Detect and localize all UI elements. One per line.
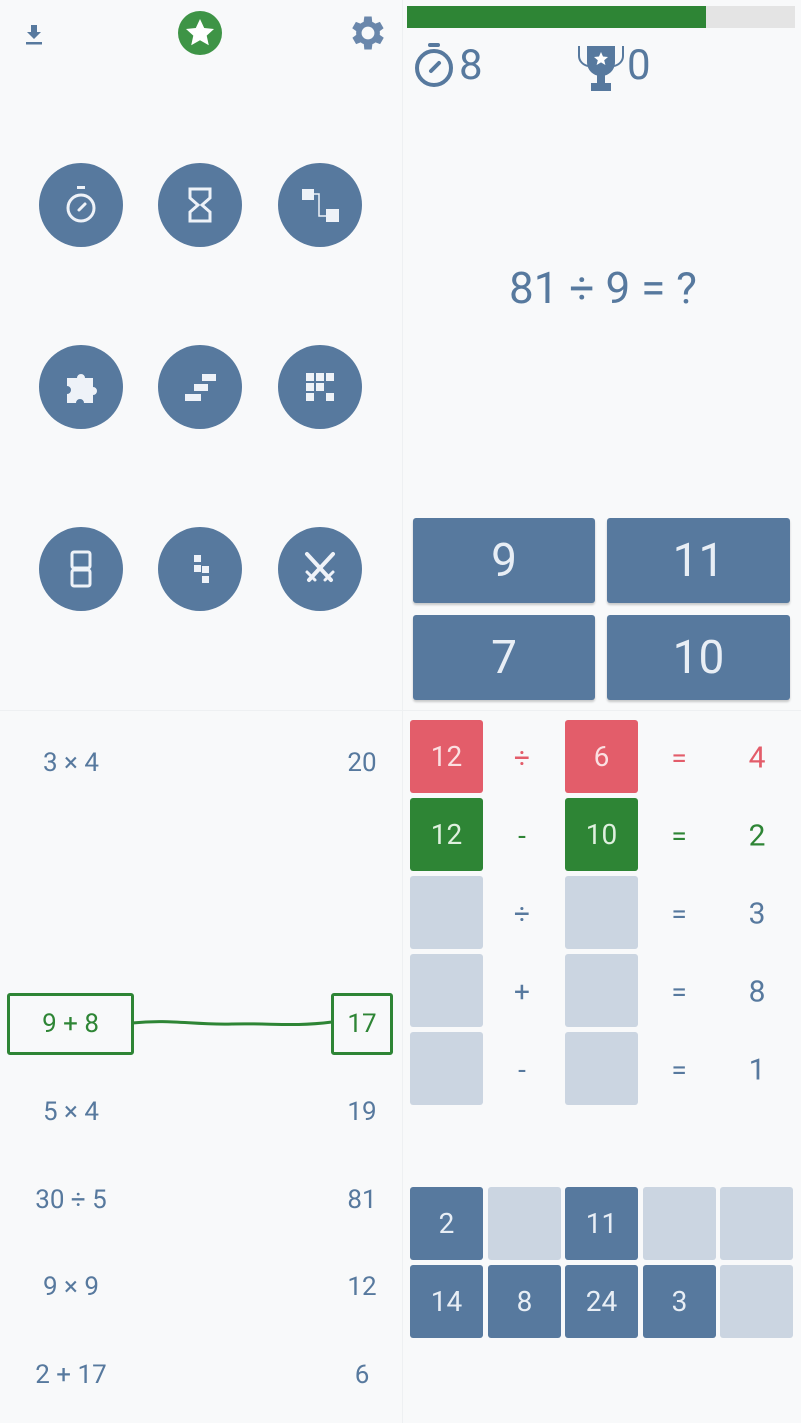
equation-result: 3 bbox=[748, 896, 766, 932]
equation-equals: = bbox=[671, 819, 687, 853]
answer-button[interactable]: 11 bbox=[607, 518, 790, 603]
number-tile[interactable]: 3 bbox=[643, 1265, 716, 1338]
progress-bar bbox=[407, 6, 795, 28]
gear-icon[interactable] bbox=[346, 11, 390, 59]
match-right-item-selected[interactable]: 17 bbox=[331, 993, 393, 1055]
number-tile[interactable]: 14 bbox=[410, 1265, 483, 1338]
answer-button[interactable]: 9 bbox=[413, 518, 595, 603]
equation-operand-b[interactable] bbox=[565, 954, 638, 1027]
match-left-item[interactable]: 2 + 17 bbox=[35, 1360, 107, 1390]
download-icon[interactable] bbox=[22, 22, 46, 50]
match-right-item[interactable]: 19 bbox=[347, 1097, 377, 1127]
number-tile[interactable]: 24 bbox=[565, 1265, 638, 1338]
equation-result: 8 bbox=[748, 974, 766, 1010]
equation-equals: = bbox=[671, 975, 687, 1009]
hourglass-icon bbox=[188, 187, 212, 223]
match-connector-line bbox=[131, 1020, 333, 1027]
equation-operand-a[interactable] bbox=[410, 954, 483, 1027]
dots-icon bbox=[194, 555, 209, 583]
equation-operator: ÷ bbox=[514, 741, 530, 775]
match-right-item[interactable]: 81 bbox=[347, 1185, 377, 1215]
puzzle-icon bbox=[67, 374, 97, 403]
number-tile[interactable]: 11 bbox=[565, 1187, 638, 1260]
number-tile[interactable] bbox=[720, 1187, 793, 1260]
stopwatch-icon bbox=[66, 186, 96, 223]
number-tile[interactable] bbox=[720, 1265, 793, 1338]
mode-stairs-button[interactable] bbox=[158, 345, 242, 429]
match-right-item[interactable]: 12 bbox=[347, 1272, 377, 1302]
equation-operator: ÷ bbox=[514, 897, 530, 931]
timer-value: 8 bbox=[459, 41, 483, 90]
equation-operand-a[interactable] bbox=[410, 876, 483, 949]
match-left-item[interactable]: 9 × 9 bbox=[43, 1272, 99, 1302]
mode-grid-button[interactable] bbox=[278, 345, 362, 429]
quiz-question: 81 ÷ 9 = ? bbox=[509, 262, 697, 314]
match-left-item-selected[interactable]: 9 + 8 bbox=[7, 993, 134, 1055]
equation-operand-a[interactable]: 12 bbox=[410, 720, 483, 793]
equation-operand-b[interactable]: 10 bbox=[565, 798, 638, 871]
number-tile[interactable]: 8 bbox=[488, 1265, 561, 1338]
horizontal-divider bbox=[0, 710, 801, 711]
equation-operand-a[interactable] bbox=[410, 1032, 483, 1105]
mode-stopwatch-button[interactable] bbox=[39, 163, 123, 247]
mode-puzzle-button[interactable] bbox=[39, 345, 123, 429]
match-right-item[interactable]: 20 bbox=[347, 748, 377, 778]
progress-fill bbox=[407, 6, 706, 28]
vertical-divider bbox=[402, 0, 403, 1423]
seven-segment-icon bbox=[70, 550, 92, 588]
timer-icon bbox=[413, 42, 455, 92]
equation-operand-b[interactable] bbox=[565, 1032, 638, 1105]
stairs-icon bbox=[185, 374, 216, 401]
equation-result: 2 bbox=[748, 818, 766, 854]
mode-digit-button[interactable] bbox=[39, 527, 123, 611]
mode-flow-button[interactable] bbox=[278, 163, 362, 247]
equation-equals: = bbox=[671, 741, 687, 775]
trophy-icon bbox=[576, 42, 626, 96]
equation-equals: = bbox=[671, 897, 687, 931]
number-tile[interactable] bbox=[643, 1187, 716, 1260]
number-tile[interactable]: 2 bbox=[410, 1187, 483, 1260]
match-left-item[interactable]: 30 ÷ 5 bbox=[35, 1185, 107, 1215]
equation-operand-b[interactable]: 6 bbox=[565, 720, 638, 793]
mode-battle-button[interactable] bbox=[278, 527, 362, 611]
equation-result: 1 bbox=[748, 1052, 766, 1088]
match-left-item[interactable]: 3 × 4 bbox=[43, 748, 99, 778]
mode-hourglass-button[interactable] bbox=[158, 163, 242, 247]
equation-operand-b[interactable] bbox=[565, 876, 638, 949]
mode-dots-button[interactable] bbox=[158, 527, 242, 611]
swords-icon bbox=[305, 552, 335, 582]
equation-operator: + bbox=[514, 975, 530, 1009]
equation-equals: = bbox=[671, 1053, 687, 1087]
match-left-item[interactable]: 5 × 4 bbox=[43, 1097, 99, 1127]
grid-icon bbox=[306, 373, 334, 401]
number-tile[interactable] bbox=[488, 1187, 561, 1260]
answer-button[interactable]: 7 bbox=[413, 615, 595, 700]
trophy-value: 0 bbox=[627, 41, 651, 90]
star-badge-icon[interactable] bbox=[178, 11, 222, 59]
equation-operator: - bbox=[518, 819, 526, 853]
equation-operand-a[interactable]: 12 bbox=[410, 798, 483, 871]
flow-icon bbox=[302, 189, 339, 222]
equation-operator: - bbox=[518, 1053, 526, 1087]
answer-button[interactable]: 10 bbox=[607, 615, 790, 700]
equation-result: 4 bbox=[748, 740, 766, 776]
match-right-item[interactable]: 6 bbox=[354, 1360, 370, 1390]
